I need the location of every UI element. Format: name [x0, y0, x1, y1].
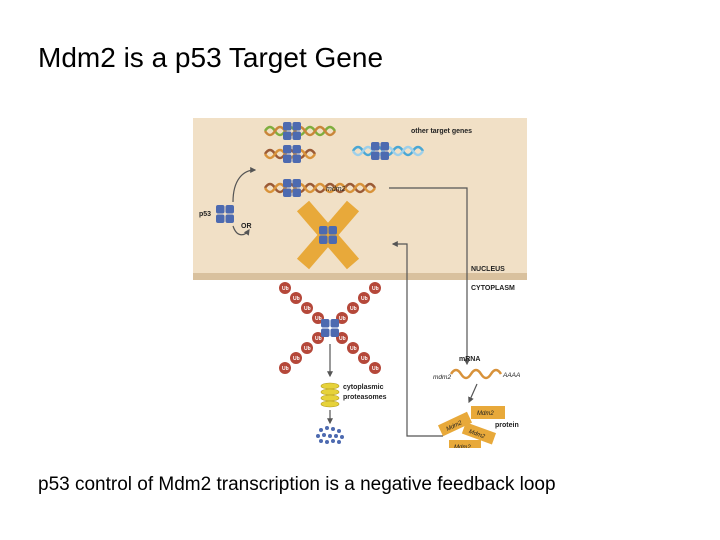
label-cytoplasm: CYTOPLASM	[471, 285, 515, 292]
label-mrna: mRNA	[459, 356, 480, 363]
svg-text:Ub: Ub	[304, 346, 311, 352]
svg-text:Ub: Ub	[304, 306, 311, 312]
nuclear-membrane	[193, 273, 527, 280]
svg-text:Ub: Ub	[361, 296, 368, 302]
label-nucleus: NUCLEUS	[471, 266, 505, 273]
mdm2-p53-complex-nucleus	[296, 200, 360, 270]
label-or: OR	[241, 223, 252, 230]
p53-mdm2-feedback-diagram: other target genes mdm2 p53 OR NUCLEUS C…	[193, 118, 527, 448]
label-p53: p53	[199, 211, 211, 218]
label-poly-a: AAAA	[502, 372, 520, 379]
mrna-strand	[449, 368, 503, 380]
svg-text:Ub: Ub	[293, 296, 300, 302]
arrow-feedback-to-nucleus	[391, 241, 443, 437]
degraded-fragments	[316, 426, 344, 444]
svg-text:Ub: Ub	[350, 306, 357, 312]
label-proteasomes-line1: cytoplasmic	[343, 384, 384, 391]
svg-text:Mdm2: Mdm2	[468, 429, 486, 441]
label-mrna-gene: mdm2	[433, 374, 451, 381]
svg-text:Ub: Ub	[315, 336, 322, 342]
proteasome	[320, 382, 340, 408]
slide-caption: p53 control of Mdm2 transcription is a n…	[38, 474, 556, 495]
svg-text:Ub: Ub	[282, 366, 289, 372]
arrow-translation	[468, 383, 478, 404]
arrow-transcription-export	[389, 187, 470, 366]
svg-text:Ub: Ub	[293, 356, 300, 362]
svg-text:Ub: Ub	[361, 356, 368, 362]
svg-text:Ub: Ub	[315, 316, 322, 322]
label-proteasomes-line2: proteasomes	[343, 394, 387, 401]
slide-title: Mdm2 is a p53 Target Gene	[38, 42, 384, 73]
arrow-p53-to-genes	[232, 167, 257, 203]
nucleus-region	[193, 118, 527, 273]
svg-text:Ub: Ub	[372, 366, 379, 372]
svg-text:Ub: Ub	[282, 286, 289, 292]
svg-text:Ub: Ub	[350, 346, 357, 352]
ubiquitinated-p53-complex: Ub Ub Ub Ub Ub Ub Ub Ub Ub Ub Ub Ub Ub U…	[279, 282, 381, 374]
label-other-target-genes: other target genes	[411, 128, 472, 135]
svg-text:Ub: Ub	[372, 286, 379, 292]
svg-text:Ub: Ub	[339, 316, 346, 322]
arrow-p53-binding	[232, 225, 250, 236]
svg-text:Mdm2: Mdm2	[454, 445, 471, 448]
svg-text:Mdm2: Mdm2	[477, 411, 494, 417]
label-mdm2-gene: mdm2	[326, 186, 346, 193]
svg-text:Ub: Ub	[339, 336, 346, 342]
label-protein: protein	[495, 422, 519, 429]
